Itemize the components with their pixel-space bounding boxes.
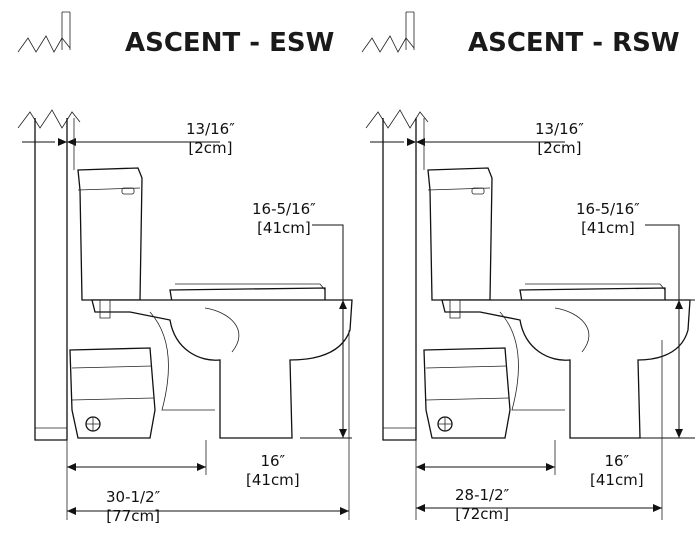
wall-section-icon <box>17 11 71 53</box>
diagram-title-esw: ASCENT - ESW <box>125 28 335 58</box>
esw-wall-gap-metric: [2cm] <box>188 139 233 157</box>
rsw-drawing <box>361 11 695 520</box>
rsw-height-metric: [41cm] <box>581 219 635 237</box>
wall <box>34 118 68 441</box>
rsw-rough-in-imperial: 16″ <box>604 452 630 470</box>
esw-rough-in-metric: [41cm] <box>246 471 300 489</box>
rsw-height-imperial: 16-5/16″ <box>576 200 640 218</box>
esw-height-imperial: 16-5/16″ <box>252 200 316 218</box>
wall-section-icon <box>361 11 415 53</box>
rsw-wall-gap-label: 13/16″ [2cm] <box>535 120 584 158</box>
esw-wall-gap-imperial: 13/16″ <box>186 120 235 138</box>
esw-drawing <box>17 11 353 520</box>
rsw-wall-gap-imperial: 13/16″ <box>535 120 584 138</box>
rsw-length-imperial: 28-1/2″ <box>455 486 510 504</box>
rsw-rough-in-metric: [41cm] <box>590 471 644 489</box>
esw-rough-in-imperial: 16″ <box>260 452 286 470</box>
rsw-wall-gap-metric: [2cm] <box>537 139 582 157</box>
rsw-rough-in-label: 16″ [41cm] <box>590 452 644 490</box>
esw-length-metric: [77cm] <box>106 507 160 525</box>
esw-rough-in-label: 16″ [41cm] <box>246 452 300 490</box>
esw-height-metric: [41cm] <box>257 219 311 237</box>
esw-length-imperial: 30-1/2″ <box>106 488 161 506</box>
rsw-height-label: 16-5/16″ [41cm] <box>576 200 640 238</box>
wall-break-line <box>17 109 81 129</box>
toilet-bowl <box>91 299 353 439</box>
rsw-length-label: 28-1/2″ [72cm] <box>455 486 509 524</box>
macerator-pump <box>69 347 156 439</box>
diagram-title-rsw: ASCENT - RSW <box>468 28 680 58</box>
esw-length-label: 30-1/2″ [77cm] <box>106 488 160 526</box>
esw-height-label: 16-5/16″ [41cm] <box>252 200 316 238</box>
rsw-length-metric: [72cm] <box>455 505 509 523</box>
esw-wall-gap-label: 13/16″ [2cm] <box>186 120 235 158</box>
